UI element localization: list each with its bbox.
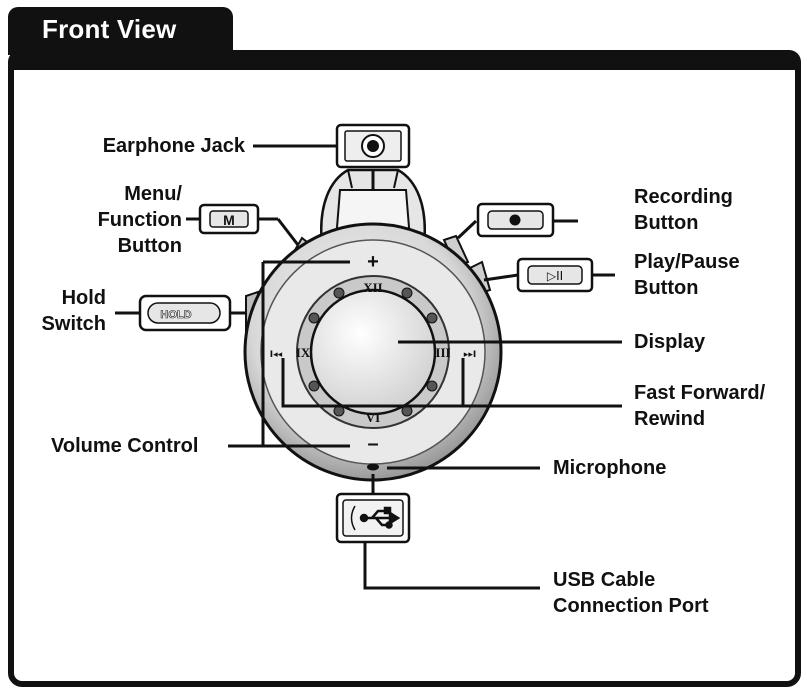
menu-button-callout: [198, 203, 260, 235]
hold-key-text: HOLD: [160, 309, 191, 321]
usb-port-callout: [335, 492, 411, 544]
label-menu-line1: Menu/: [124, 183, 182, 205]
label-hold-line1: Hold: [61, 287, 106, 309]
numeral-right: III: [435, 345, 450, 360]
volume-plus-text[interactable]: +: [367, 251, 379, 273]
record-dot-icon: [509, 214, 521, 226]
play-key-text: ▷II: [547, 269, 563, 283]
fast-forward-icon[interactable]: ▸▸I: [464, 350, 476, 360]
label-play-line2: Button: [634, 277, 699, 299]
menu-key-text: M: [223, 212, 235, 228]
microphone-hole: [367, 463, 379, 471]
numeral-left: IX: [296, 345, 311, 360]
label-usb-line1: USB Cable: [553, 569, 656, 591]
play-pause-callout: [516, 257, 594, 293]
label-usb-line2: Connection Port: [553, 595, 709, 617]
leader-lines: [115, 144, 622, 590]
hold-switch-callout: [138, 294, 232, 332]
numeral-top: XII: [363, 280, 383, 295]
recording-button-callout: [476, 202, 555, 238]
volume-minus-text[interactable]: –: [367, 433, 378, 455]
label-recording-line2: Button: [634, 212, 699, 234]
display-screen: [309, 288, 437, 416]
ring-markers: [308, 287, 438, 417]
usb-icon: [359, 506, 401, 529]
label-microphone: Microphone: [553, 457, 667, 479]
label-ff-line1: Fast Forward/: [634, 382, 766, 404]
page-title: Front View: [42, 14, 177, 44]
label-recording-line1: Recording: [634, 186, 733, 208]
label-volume-control: Volume Control: [51, 435, 199, 457]
label-menu-line3: Button: [117, 235, 182, 257]
label-earphone-jack: Earphone Jack: [102, 135, 245, 157]
title-tab: [8, 7, 233, 55]
numeral-bottom: VI: [366, 410, 380, 425]
rewind-icon[interactable]: I◂◂: [270, 350, 283, 360]
label-ff-line2: Rewind: [634, 408, 706, 430]
label-menu-line2: Function: [97, 209, 182, 231]
label-hold-line2: Switch: [41, 313, 106, 335]
earphone-jack-callout: [335, 123, 411, 169]
diagram-frame: [8, 50, 801, 687]
label-play-line1: Play/Pause: [634, 251, 740, 273]
label-display: Display: [634, 331, 706, 353]
